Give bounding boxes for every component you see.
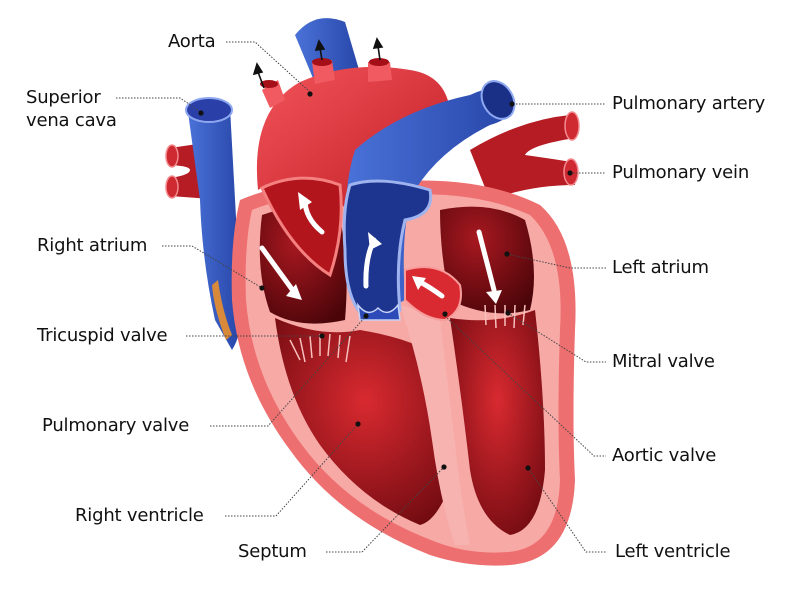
label-pulmonary-artery: Pulmonary artery [612,93,766,114]
leader-lines [116,41,606,553]
label-septum: Septum [238,541,307,562]
label-left-atrium: Left atrium [612,257,709,278]
label-aortic-valve: Aortic valve [612,445,717,466]
label-right-ventricle: Right ventricle [75,505,204,526]
label-tricuspid-valve: Tricuspid valve [37,325,168,346]
superior-vena-cava [185,97,242,350]
pulmonary-veins-right [470,111,580,200]
aorta-outflow-arrows [252,37,384,89]
label-superior-vena-cava-line2: vena cava [26,110,117,131]
label-left-ventricle: Left ventricle [615,541,731,562]
septum-band [400,305,470,545]
label-right-atrium: Right atrium [37,235,148,256]
label-aorta: Aorta [168,31,216,52]
right-ventricle-chamber [275,318,455,525]
leader-dots [198,91,573,471]
label-superior-vena-cava-line1: Superior [26,87,101,108]
label-pulmonary-vein: Pulmonary vein [612,162,750,183]
tricuspid-chordae [289,333,351,363]
left-ventricle-chamber [450,310,545,535]
aorta-opening [260,176,343,278]
label-mitral-valve: Mitral valve [612,351,715,372]
label-pulmonary-valve: Pulmonary valve [42,415,190,436]
